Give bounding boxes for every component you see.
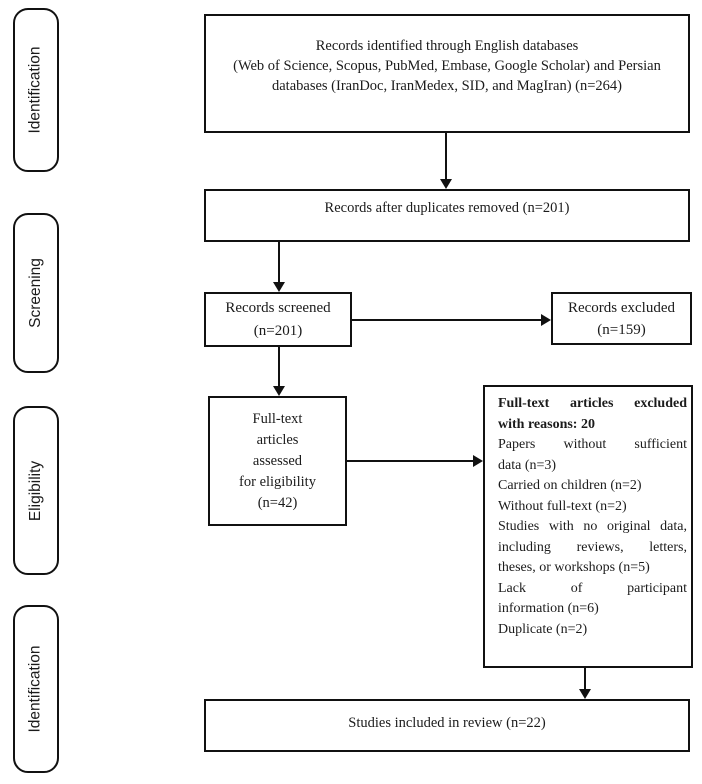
arrow-identified-to-duplicates bbox=[440, 133, 452, 189]
arrow-screened-to-excluded bbox=[352, 314, 551, 326]
box-text-line: data (n=3) bbox=[498, 457, 557, 473]
fulltext-excluded-box: Full-text articles excluded with reasons… bbox=[483, 385, 693, 668]
stage-label-identification-bottom: Identification bbox=[13, 605, 59, 773]
box-text-line: Studies with no original data, bbox=[498, 519, 687, 534]
arrow-fulltext-to-reasons bbox=[347, 455, 483, 467]
records-identified-box: Records identified through English datab… bbox=[204, 14, 690, 133]
arrow-screened-to-fulltext bbox=[273, 347, 285, 396]
stage-label-text: Identification bbox=[27, 645, 44, 733]
box-text-line: articles bbox=[256, 431, 299, 448]
stage-label-text: Screening bbox=[27, 258, 45, 328]
records-screened-box: Records screened (n=201) bbox=[204, 292, 352, 347]
studies-included-box: Studies included in review (n=22) bbox=[204, 699, 690, 752]
stage-label-text: Eligibility bbox=[27, 460, 44, 521]
stage-label-text: Identification bbox=[27, 46, 44, 134]
box-text-line: including reviews, letters, bbox=[498, 539, 687, 555]
box-text-line: for eligibility bbox=[239, 473, 316, 490]
box-text-line: Records after duplicates removed (n=201) bbox=[324, 200, 570, 216]
box-text-line: (n=159) bbox=[597, 321, 646, 338]
records-excluded-box: Records excluded (n=159) bbox=[551, 292, 692, 345]
box-text-line: theses, or workshops (n=5) bbox=[498, 560, 650, 575]
stage-label-identification-top: Identification bbox=[13, 8, 59, 172]
box-text-line: Lack of participant bbox=[498, 580, 687, 596]
box-text-line: databases (IranDoc, IranMedex, SID, and … bbox=[271, 78, 622, 94]
box-text-line: Papers without sufficient bbox=[498, 437, 687, 452]
box-text-line: (n=42) bbox=[257, 494, 298, 511]
box-text-line: Full-text articles excluded bbox=[498, 396, 687, 411]
box-text-line: assessed bbox=[252, 452, 303, 469]
arrow-reasons-to-included bbox=[579, 668, 591, 699]
box-text-line: Duplicate (n=2) bbox=[498, 621, 588, 637]
box-text-line: (n=201) bbox=[253, 322, 303, 339]
box-text-line: with reasons: 20 bbox=[498, 416, 595, 432]
box-text-line: Studies included in review (n=22) bbox=[348, 715, 546, 731]
duplicates-removed-box: Records after duplicates removed (n=201) bbox=[204, 189, 690, 242]
box-text-line: Records screened bbox=[225, 299, 331, 316]
fulltext-assessed-box: Full-text articles assessed for eligibil… bbox=[208, 396, 347, 526]
box-text-line: Carried on children (n=2) bbox=[498, 478, 642, 493]
stage-label-screening: Screening bbox=[13, 213, 59, 373]
box-text-line: (Web of Science, Scopus, PubMed, Embase,… bbox=[233, 58, 661, 74]
box-text-line: Full-text bbox=[252, 410, 303, 427]
arrow-duplicates-to-screened bbox=[273, 242, 285, 292]
box-text-line: information (n=6) bbox=[498, 601, 599, 616]
stage-label-eligibility: Eligibility bbox=[13, 406, 59, 575]
box-text-line: Records excluded bbox=[567, 299, 676, 316]
box-text-line: Records identified through English datab… bbox=[315, 38, 579, 54]
box-text-line: Without full-text (n=2) bbox=[498, 498, 627, 514]
